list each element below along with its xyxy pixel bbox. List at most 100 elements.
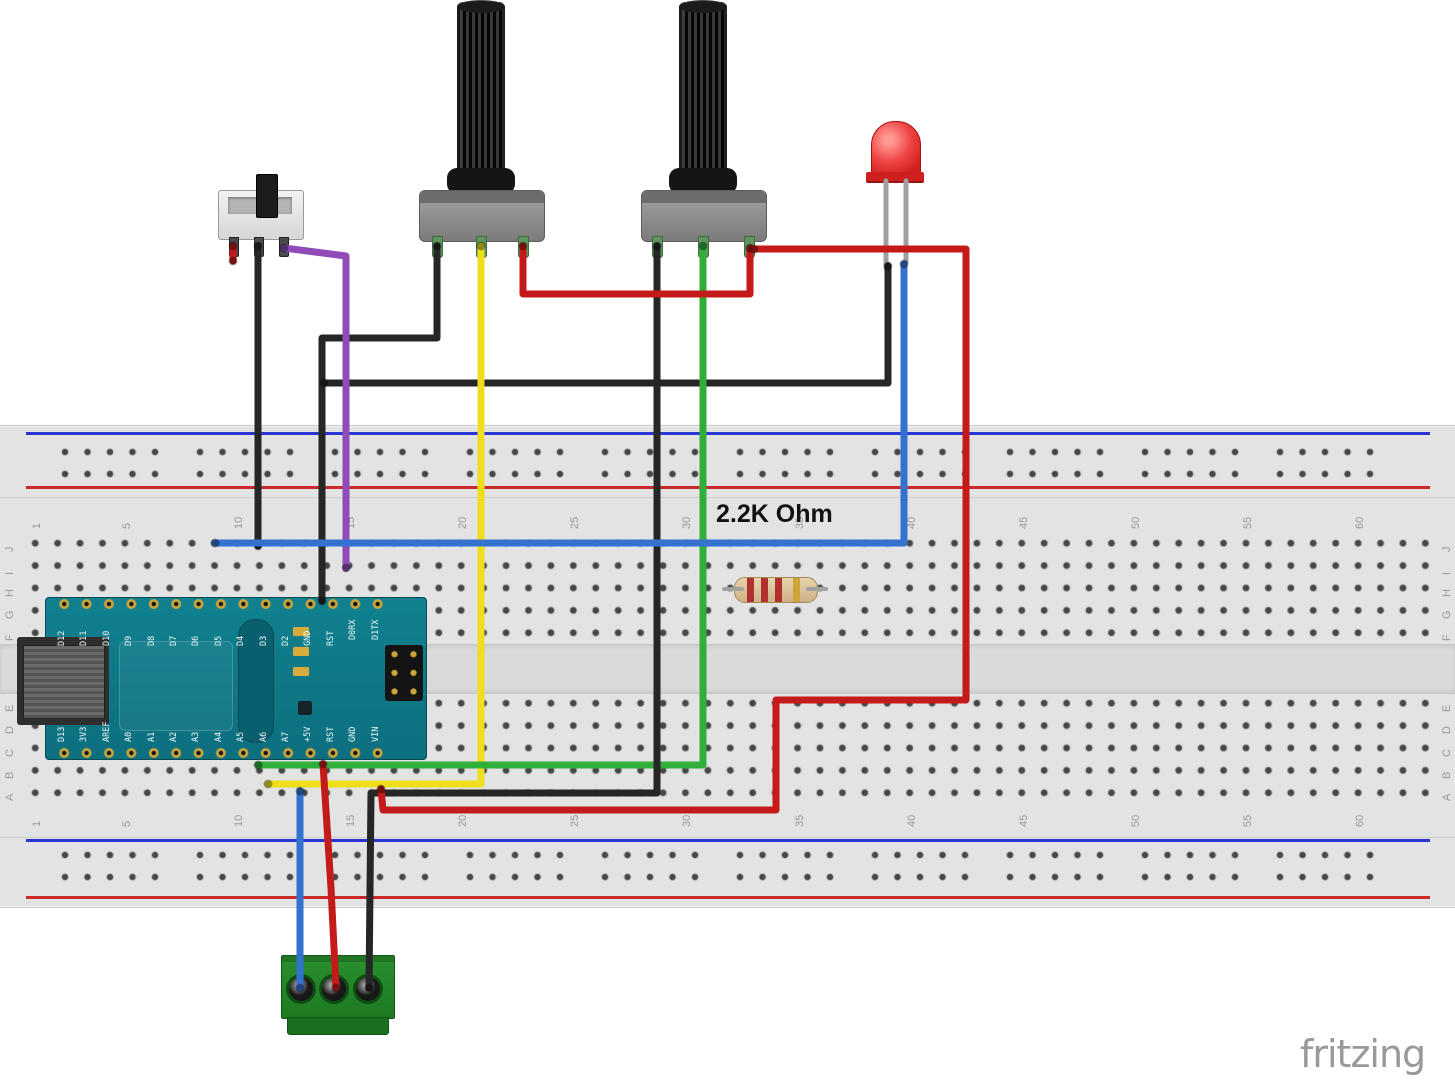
smd-capacitor <box>293 647 309 656</box>
switch-leg-3 <box>279 237 289 257</box>
row-label: D <box>4 726 16 734</box>
rail-line-red-bottom <box>26 896 1430 899</box>
pot1-leg-2 <box>476 236 487 258</box>
pin-header-bottom <box>53 746 391 760</box>
icsp-header <box>385 645 423 701</box>
col-label: 1 <box>31 820 43 827</box>
row-label: F <box>1441 634 1453 641</box>
pin-label-bottom: D13 <box>57 726 67 742</box>
pin-label-bottom: AREF <box>102 721 112 742</box>
pin-label-bottom: RST <box>326 726 336 742</box>
terminal-lip <box>287 1017 389 1035</box>
wire-blue-led-cathode-row-endpoint <box>899 259 909 269</box>
row-label: H <box>4 589 16 597</box>
led-flange <box>866 172 924 183</box>
pot2-shaft <box>679 2 727 174</box>
terminal-hole-2 <box>319 974 349 1004</box>
row-label: G <box>4 610 16 619</box>
wire-black-led-row[interactable] <box>320 262 892 387</box>
resistor-band-3 <box>775 578 782 602</box>
pin-label-top: D2 <box>281 635 291 646</box>
rail-line-blue-bottom <box>26 839 1430 842</box>
led-bulb <box>871 121 921 179</box>
col-label: 5 <box>121 522 133 529</box>
row-label: J <box>4 546 16 553</box>
power-rail-holes-top <box>54 441 1406 485</box>
pin-label-bottom: GND <box>348 726 358 742</box>
breadboard-seam-bottom <box>0 837 1455 838</box>
pin-label-top: D3 <box>259 635 269 646</box>
wire-red-switch-stub-endpoint <box>228 256 238 266</box>
row-label: C <box>4 749 16 757</box>
resistor-band-gold <box>793 578 800 602</box>
col-label: 5 <box>121 820 133 827</box>
pin-label-bottom: A7 <box>281 731 291 742</box>
pot1-bushing <box>447 168 515 194</box>
col-label: 60 <box>1354 516 1366 529</box>
terminal-hole-3 <box>353 974 383 1004</box>
pin-label-bottom: A6 <box>259 731 269 742</box>
pot1-body <box>419 190 545 242</box>
col-label: 55 <box>1242 516 1254 529</box>
switch-leg-1 <box>229 237 239 257</box>
pin-label-top: D12 <box>57 630 67 646</box>
pot2-body <box>641 190 767 242</box>
pin-label-bottom: A1 <box>147 731 157 742</box>
pin-label-bottom: A3 <box>191 731 201 742</box>
row-label: B <box>1441 771 1453 779</box>
pin-label-top: D1TX <box>371 619 381 640</box>
col-label: 15 <box>345 516 357 529</box>
row-label: E <box>4 704 16 712</box>
pin-label-top: D8 <box>147 635 157 646</box>
pin-label-bottom: +5V <box>303 726 313 742</box>
col-label: 10 <box>233 814 245 827</box>
row-label: I <box>1441 571 1453 575</box>
row-label: C <box>1441 749 1453 757</box>
switch-leg-2 <box>254 237 264 257</box>
pin-label-bottom: VIN <box>371 726 381 742</box>
pot2-leg-2 <box>698 236 709 258</box>
resistor-band-2 <box>761 578 768 602</box>
pin-label-top: D4 <box>236 635 246 646</box>
pot2-leg-1 <box>652 236 663 258</box>
col-label: 25 <box>569 814 581 827</box>
smd-capacitor <box>293 667 309 676</box>
col-label: 25 <box>569 516 581 529</box>
col-label: 60 <box>1354 814 1366 827</box>
mcu-chip <box>119 641 233 731</box>
row-label: F <box>4 634 16 641</box>
pot1-shaft <box>457 2 505 174</box>
pin-label-top: D10 <box>102 630 112 646</box>
pin-label-top: D6 <box>191 635 201 646</box>
rail-line-red-top <box>26 486 1430 489</box>
rail-line-blue-top <box>26 432 1430 435</box>
col-label: 20 <box>457 516 469 529</box>
pin-label-top: D9 <box>124 635 134 646</box>
pin-label-bottom: A0 <box>124 731 134 742</box>
row-label: A <box>1441 793 1453 801</box>
pin-label-top: D0RX <box>348 619 358 640</box>
row-label: A <box>4 793 16 801</box>
pin-label-bottom: 3V3 <box>79 726 89 742</box>
col-label: 55 <box>1242 814 1254 827</box>
usb-connector-face <box>23 645 105 719</box>
col-label: 50 <box>1130 516 1142 529</box>
row-label: I <box>4 571 16 575</box>
row-label: B <box>4 771 16 779</box>
pot1-leg-3 <box>518 236 529 258</box>
resistor-value-label: 2.2K Ohm <box>716 500 833 528</box>
col-label: 45 <box>1018 516 1030 529</box>
pin-label-top: RST <box>326 630 336 646</box>
col-label: 20 <box>457 814 469 827</box>
breadboard-seam-top <box>0 497 1455 498</box>
col-label: 40 <box>906 516 918 529</box>
pin-header-top <box>53 597 391 611</box>
row-label: E <box>1441 704 1453 712</box>
wire-black-led-row-endpoint <box>883 261 893 271</box>
pot1-shaft-cap <box>457 0 505 13</box>
col-label: 30 <box>681 516 693 529</box>
col-label: 35 <box>794 814 806 827</box>
pot2-leg-3 <box>744 236 755 258</box>
wire-red-pot1-pot2[interactable] <box>519 242 754 298</box>
